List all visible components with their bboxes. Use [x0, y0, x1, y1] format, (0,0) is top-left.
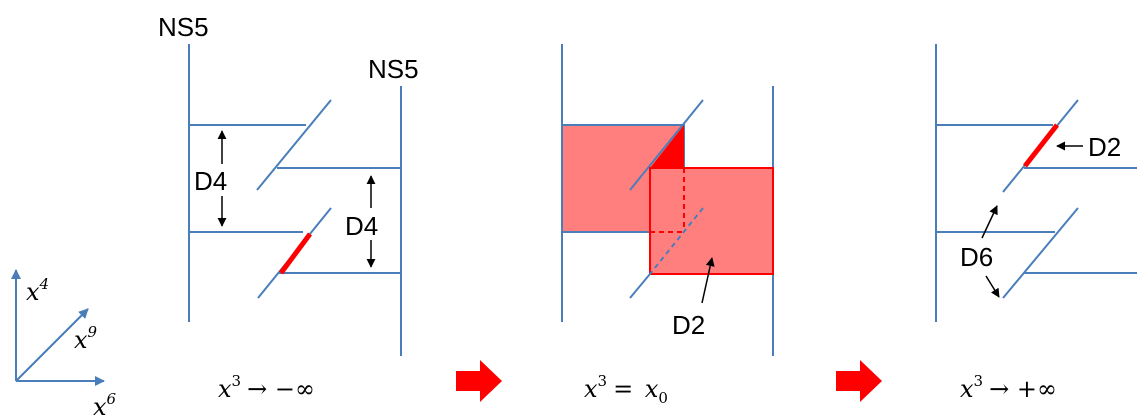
panel-3-caption: x3→ +∞	[960, 372, 1057, 403]
ns5-prime-lower-3	[1002, 207, 1079, 299]
d2-right-label: D2	[1088, 132, 1121, 162]
d4-corner-fill	[650, 125, 684, 168]
ns5-left-label: NS5	[158, 12, 209, 42]
x9-axis	[15, 308, 89, 382]
d6-arrow-down	[985, 275, 1000, 298]
panel-2: D2 x3= x0	[561, 44, 774, 407]
d2-middle-arrow	[701, 257, 715, 304]
panel-2-caption: x3= x0	[584, 372, 668, 407]
x9-label: x9	[74, 323, 98, 354]
d2-segment-panel3	[1023, 123, 1059, 168]
coordinate-axes: x4 x9 x6	[11, 269, 117, 420]
x6-label: x6	[93, 390, 117, 420]
ns5-prime-upper-2	[629, 99, 704, 191]
ns5-prime-upper	[256, 99, 332, 191]
x4-label: x4	[26, 275, 49, 306]
ns5-prime-lower-2	[629, 273, 651, 299]
panel-1: NS5 NS5 D4 D4 x3→ −∞	[158, 12, 419, 403]
d2-segment-panel1	[278, 232, 313, 275]
panel-1-caption: x3→ −∞	[218, 372, 315, 403]
ns5-right-label: NS5	[368, 54, 419, 84]
d4-upper-label: D4	[194, 166, 227, 196]
d4-sheet-lower	[649, 167, 774, 275]
transition-arrow-1	[456, 360, 502, 402]
d6-arrow-up	[981, 205, 998, 239]
d6-label: D6	[960, 242, 993, 272]
d2-middle-label: D2	[672, 310, 705, 340]
panel-3: D2 D6 x3→ +∞	[935, 44, 1137, 403]
d4-lower-label: D4	[345, 211, 378, 241]
transition-arrow-2	[836, 360, 882, 402]
